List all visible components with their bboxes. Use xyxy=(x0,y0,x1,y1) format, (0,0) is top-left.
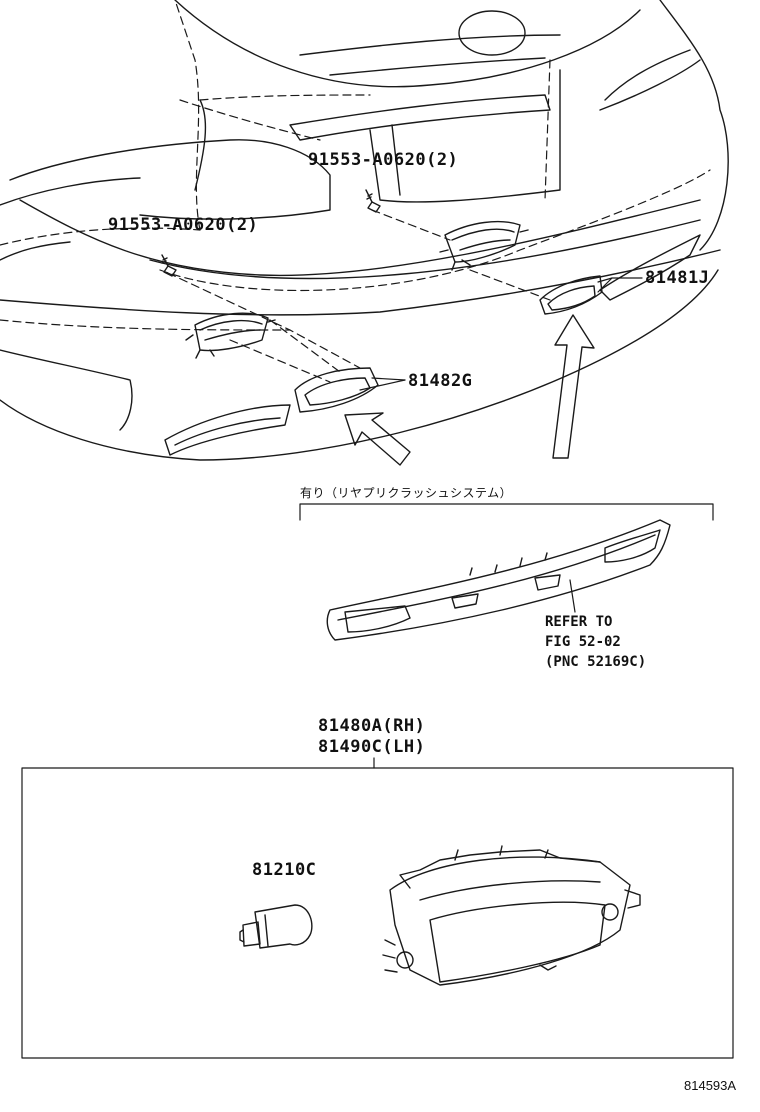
label-option-note: 有り（リヤプリクラッシュシステム） xyxy=(300,486,513,500)
screw-left xyxy=(161,254,177,277)
lamp-left-small xyxy=(185,312,276,359)
label-lamp-right-cover: 81481J xyxy=(645,268,710,288)
bulb xyxy=(239,904,313,949)
label-screw-right: 91553-A0620(2) xyxy=(308,150,459,170)
screw-right xyxy=(365,189,381,213)
label-refer-line3: (PNC 52169C) xyxy=(545,654,647,670)
lamp-assembly-large xyxy=(382,845,641,986)
label-diagram-code: 814593A xyxy=(684,1078,737,1093)
leader-lines xyxy=(359,277,643,613)
label-assembly-rh: 81480A(RH) xyxy=(318,716,426,736)
emblem xyxy=(458,10,526,56)
label-refer-line2: FIG 52-02 xyxy=(545,634,621,650)
lamp-right-small xyxy=(439,220,529,271)
label-refer-line1: REFER TO xyxy=(545,614,613,630)
car-rear-body xyxy=(0,0,729,461)
arrow-left xyxy=(344,412,411,466)
arrow-right xyxy=(552,314,595,459)
bumper-strip xyxy=(326,519,671,641)
label-bulb: 81210C xyxy=(252,860,317,880)
label-lamp-left-cover: 81482G xyxy=(408,371,473,391)
option-bracket xyxy=(299,503,714,521)
label-assembly-lh: 81490C(LH) xyxy=(318,737,426,757)
label-screw-left: 91553-A0620(2) xyxy=(108,215,259,235)
assembly-box xyxy=(21,757,734,1059)
hidden-lines xyxy=(0,0,711,383)
